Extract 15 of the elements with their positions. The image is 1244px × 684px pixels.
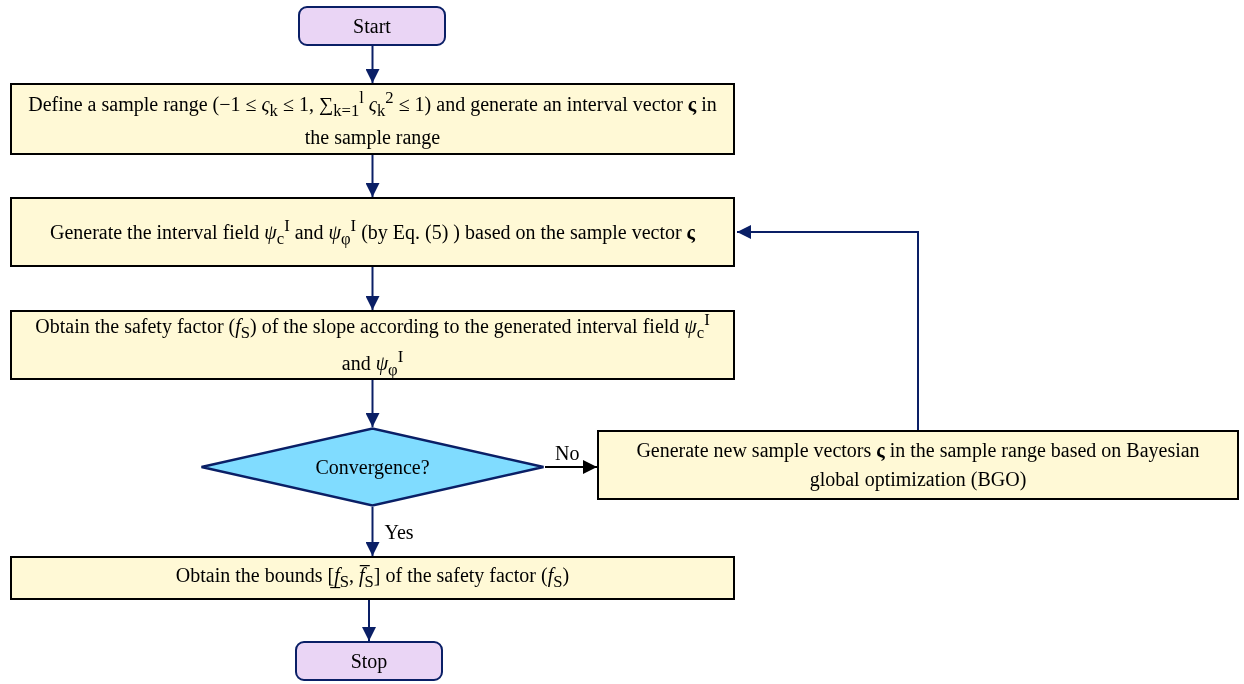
arrow xyxy=(365,506,380,557)
arrow xyxy=(362,599,376,642)
decision-diamond: Convergence? xyxy=(200,427,545,507)
process-box: Generate the interval field ψ$_{c}$$^{I}$ and ψ$_{φ}$$^{I}$ (by Eq. (5) ) based on the sample vector ς xyxy=(10,197,735,267)
process-box: Generate new sample vectors ς in the sample range based on Bayesian global optimization (BGO) xyxy=(597,430,1239,500)
arrow xyxy=(365,266,380,311)
process-box: Define a sample range (−1 ≤ ς$_{k}$ ≤ 1, ∑$_{k=1}$$^{l}$ ς$_{k}$$^{2}$ ≤ 1) and generate an interval vector ς in the sample range xyxy=(10,83,735,155)
arrow xyxy=(544,460,598,474)
stop-terminal: Stop xyxy=(295,641,443,681)
arrow xyxy=(365,379,380,428)
start-terminal: Start xyxy=(298,6,446,46)
process-box: Obtain the bounds [f̲$_{S}$, f̅$_{S}$] of the safety factor (f$_{S}$) xyxy=(10,556,735,600)
arrow xyxy=(736,225,919,431)
arrow xyxy=(365,45,380,84)
arrow xyxy=(365,154,380,198)
